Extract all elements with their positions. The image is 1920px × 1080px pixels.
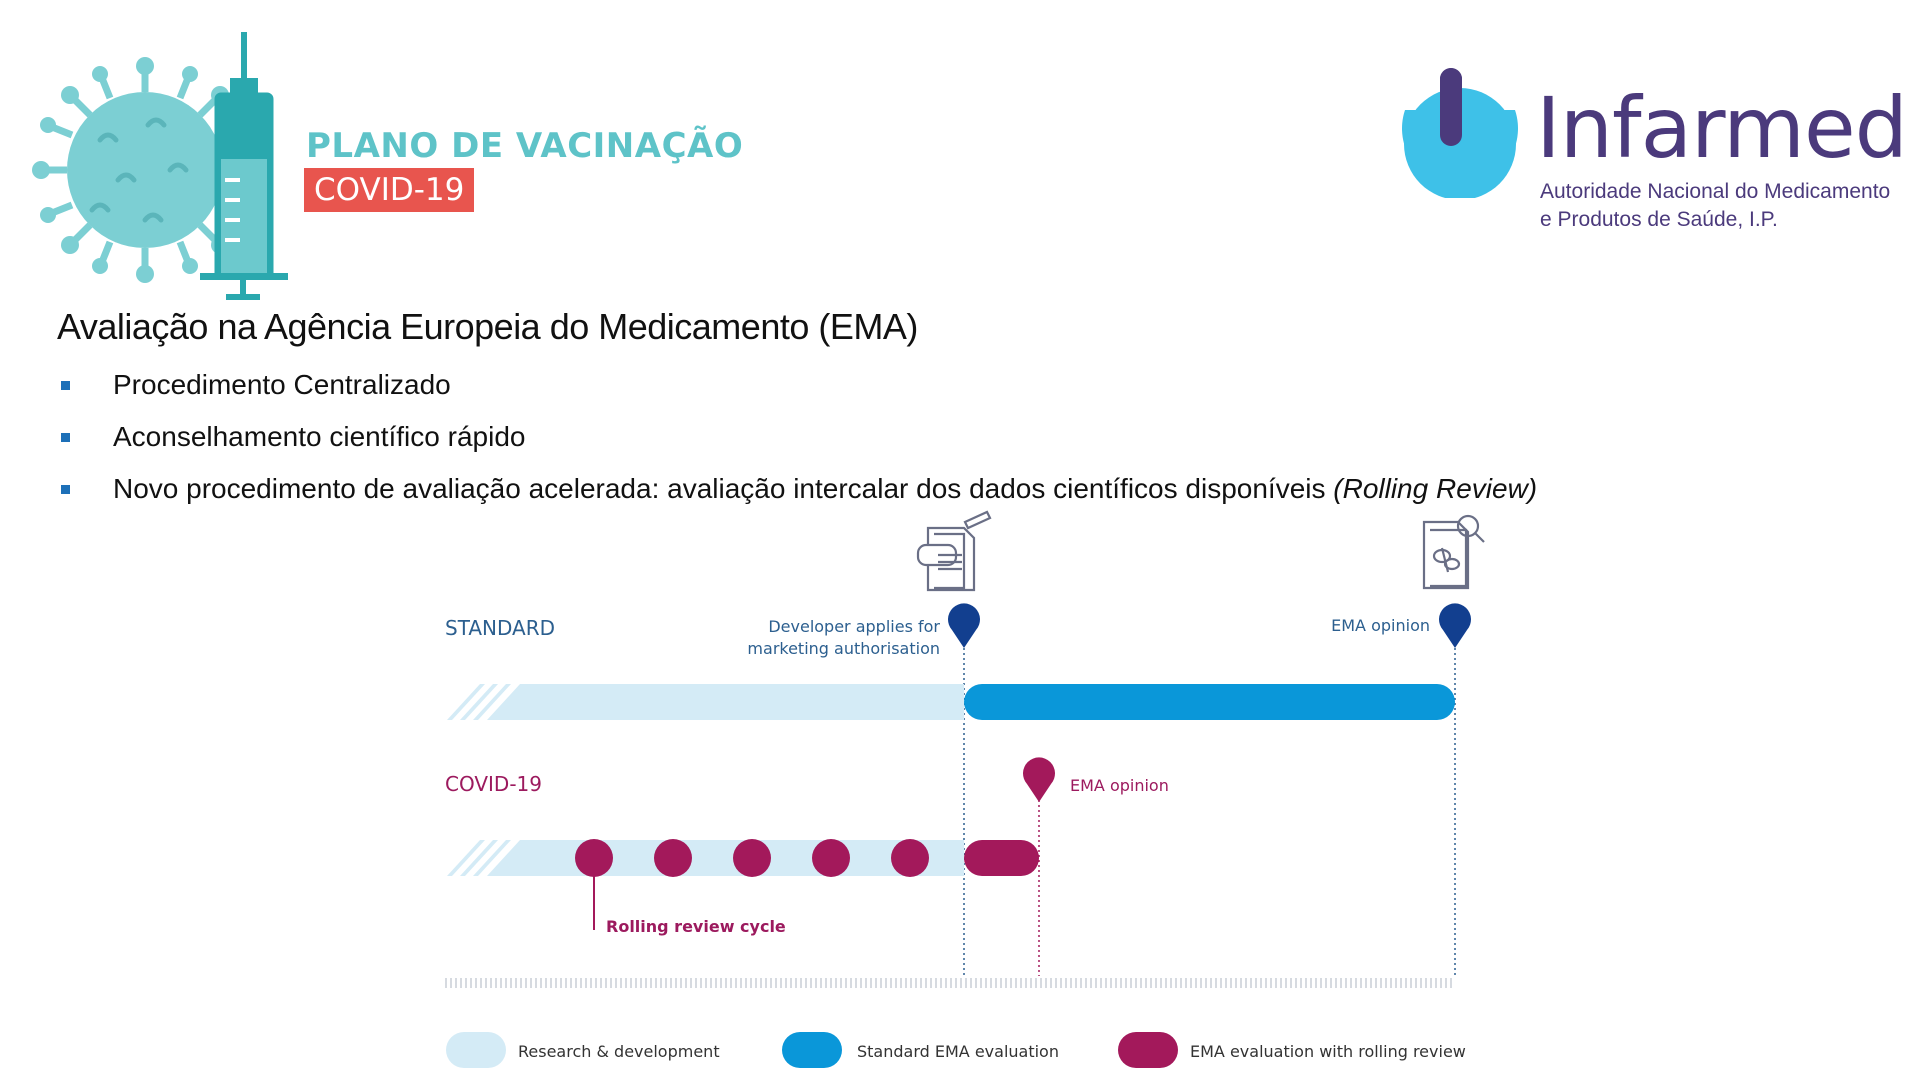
rolling-review-dot bbox=[575, 839, 613, 877]
rolling-review-dot bbox=[891, 839, 929, 877]
legend-label-rolling: EMA evaluation with rolling review bbox=[1190, 1042, 1466, 1061]
standard-ema-evaluation-bar bbox=[964, 684, 1455, 720]
standard-row-label: STANDARD bbox=[445, 616, 555, 640]
legend-swatch-standard bbox=[782, 1032, 842, 1068]
legend-label-standard: Standard EMA evaluation bbox=[857, 1042, 1059, 1061]
ema-opinion-standard-label: EMA opinion bbox=[1300, 616, 1430, 635]
rolling-review-dot bbox=[812, 839, 850, 877]
map-pin-icon bbox=[948, 603, 980, 648]
standard-rd-bar bbox=[447, 684, 964, 720]
rolling-review-dot bbox=[654, 839, 692, 877]
rolling-review-dot bbox=[733, 839, 771, 877]
legend-label-rd: Research & development bbox=[518, 1042, 720, 1061]
timeline-ruler bbox=[446, 978, 1451, 988]
legend-swatch-rd bbox=[446, 1032, 506, 1068]
map-pin-icon bbox=[1023, 757, 1055, 802]
covid-row-label: COVID-19 bbox=[445, 772, 542, 796]
map-pin-icon bbox=[1439, 603, 1471, 648]
covid-rd-bar bbox=[447, 840, 964, 876]
document-magnifier-icon bbox=[1424, 516, 1484, 588]
rolling-review-cycle-label: Rolling review cycle bbox=[606, 917, 786, 936]
document-hand-icon bbox=[918, 512, 990, 590]
ema-opinion-covid-label: EMA opinion bbox=[1070, 776, 1169, 795]
covid-rolling-evaluation-bar bbox=[964, 840, 1039, 876]
developer-applies-label: Developer applies for marketing authoris… bbox=[700, 616, 940, 660]
legend-swatch-rolling bbox=[1118, 1032, 1178, 1068]
